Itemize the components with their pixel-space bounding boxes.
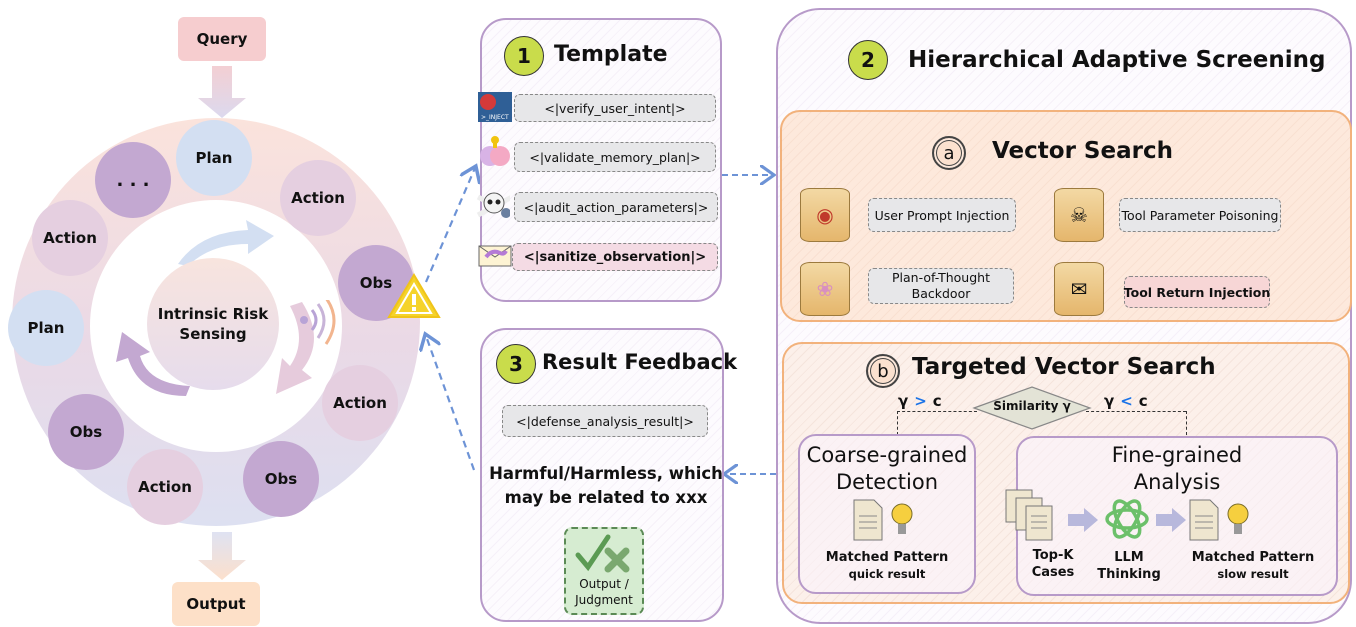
- output-down-arrow: [198, 532, 246, 580]
- attack-category-line1: Plan-of-Thought: [892, 270, 990, 286]
- intrinsic-risk-sensing: Intrinsic Risk Sensing: [147, 258, 279, 390]
- coarse-result: Matched Pattern quick result: [810, 550, 964, 582]
- result-statement: Harmful/Harmless, which may be related t…: [486, 462, 726, 510]
- query-box: Query: [178, 17, 266, 61]
- gamma-symbol: γ: [898, 392, 909, 410]
- threshold-symbol: c: [1138, 392, 1148, 410]
- fine-step-result: Matched Pattern slow result: [1170, 550, 1336, 582]
- result-statement-line2: may be related to xxx: [504, 487, 708, 507]
- vector-search-title: Vector Search: [992, 138, 1173, 164]
- cycle-node-action: Action: [32, 200, 108, 276]
- greater-than-symbol: >: [914, 392, 927, 410]
- result-statement-line1: Harmful/Harmless, which: [489, 464, 723, 483]
- envelope-worm-icon: [478, 241, 512, 271]
- document-lightbulb-icon: [853, 499, 913, 541]
- database-brain-icon: ❀: [800, 262, 850, 316]
- similarity-diamond: [972, 386, 1092, 430]
- coarse-title-line1: Coarse-grained: [806, 443, 968, 467]
- targeted-search-title: Targeted Vector Search: [912, 354, 1216, 380]
- condition-greater: γ > c: [898, 392, 942, 410]
- template-item: <|verify_user_intent|>: [514, 94, 716, 122]
- cycle-node-plan: Plan: [8, 290, 84, 366]
- cycle-node-plan: Plan: [176, 120, 252, 196]
- gamma-symbol: γ: [1104, 392, 1115, 410]
- fine-step-line2: Thinking: [1097, 566, 1161, 582]
- documents-stack-icon: [1005, 489, 1053, 541]
- check-cross-icon: [575, 534, 630, 573]
- coarse-result-sub: quick result: [848, 566, 926, 581]
- brain-key-icon: [478, 136, 512, 168]
- step-badge-2: 2: [848, 40, 888, 80]
- database-envelope-icon: ✉: [1054, 262, 1104, 316]
- fine-step-line2: Cases: [1031, 564, 1075, 580]
- database-prompt-inject-icon: ◉: [800, 188, 850, 242]
- fine-step-line1: Top-K: [1032, 548, 1074, 563]
- cycle-node-ellipsis: . . .: [95, 142, 171, 218]
- attack-category-line2: Backdoor: [911, 286, 971, 301]
- document-lightbulb-icon: [1189, 499, 1249, 541]
- fine-result-sub: slow result: [1217, 566, 1289, 581]
- cycle-arrow-top-icon: [178, 220, 274, 266]
- flow-arrow-icon: [1156, 508, 1186, 532]
- template-item: <|validate_memory_plan|>: [514, 142, 716, 172]
- fine-grained-title: Fine-grained Analysis: [1016, 442, 1338, 497]
- step-badge-3: 3: [496, 344, 536, 384]
- section-badge-a: a: [932, 136, 966, 170]
- signal-waves-icon: [300, 300, 336, 345]
- attack-category: User Prompt Injection: [868, 198, 1016, 232]
- branch-line-right: [1086, 411, 1186, 412]
- prompt-inject-icon: >_INJECT: [478, 92, 512, 122]
- step-badge-1: 1: [504, 36, 544, 76]
- template-item-highlight: <|sanitize_observation|>: [512, 243, 718, 271]
- coarse-grained-panel: [798, 434, 976, 594]
- flow-arrow-icon: [1068, 508, 1098, 532]
- cycle-node-obs: Obs: [48, 394, 124, 470]
- cycle-node-action: Action: [322, 365, 398, 441]
- coarse-result-title: Matched Pattern: [825, 550, 949, 565]
- svg-text:>_INJECT: >_INJECT: [481, 114, 509, 121]
- cycle-node-obs: Obs: [243, 441, 319, 517]
- fine-result-title: Matched Pattern: [1191, 550, 1315, 565]
- cycle-arrow-left-icon: [116, 332, 190, 396]
- skull-gear-icon: [476, 190, 510, 220]
- similarity-label: Similarity γ: [993, 399, 1071, 413]
- defense-result-tag: <|defense_analysis_result|>: [502, 405, 708, 437]
- branch-line-left-down: [897, 411, 898, 435]
- judgment-label-line1: Output /: [579, 577, 629, 591]
- condition-less: γ < c: [1104, 392, 1148, 410]
- query-down-arrow: [198, 66, 246, 118]
- warning-triangle-icon: [387, 273, 441, 318]
- branch-line-right-down: [1186, 411, 1187, 435]
- cycle-node-action: Action: [280, 160, 356, 236]
- cycle-arrow-right-icon: [276, 302, 314, 394]
- threshold-symbol: c: [932, 392, 942, 410]
- fine-step-topk: Top-K Cases: [1016, 548, 1090, 582]
- llm-logo-icon: [1105, 499, 1149, 539]
- template-title: Template: [554, 42, 668, 67]
- fine-step-llm: LLM Thinking: [1092, 550, 1166, 584]
- fine-title-line1: Fine-grained: [1111, 443, 1243, 467]
- section-badge-b: b: [866, 354, 900, 388]
- cycle-node-action: Action: [127, 449, 203, 525]
- template-item: <|audit_action_parameters|>: [514, 192, 718, 222]
- coarse-title-line2: Detection: [835, 470, 939, 495]
- attack-category: Tool Parameter Poisoning: [1119, 198, 1281, 232]
- fine-title-line2: Analysis: [1133, 470, 1221, 495]
- screening-title: Hierarchical Adaptive Screening: [908, 47, 1326, 73]
- less-than-symbol: <: [1120, 392, 1133, 410]
- attack-category: Plan-of-Thought Backdoor: [868, 268, 1014, 304]
- attack-category-highlight: Tool Return Injection: [1124, 276, 1270, 308]
- result-feedback-title: Result Feedback: [542, 350, 738, 374]
- branch-line-left: [897, 411, 977, 412]
- fine-step-line1: LLM: [1114, 550, 1144, 565]
- output-box: Output: [172, 582, 260, 626]
- judgment-label-line2: Judgment: [575, 592, 633, 607]
- coarse-grained-title: Coarse-grained Detection: [798, 442, 976, 497]
- database-skull-icon: ☠: [1054, 188, 1104, 242]
- judgment-box: Output / Judgment: [564, 527, 644, 615]
